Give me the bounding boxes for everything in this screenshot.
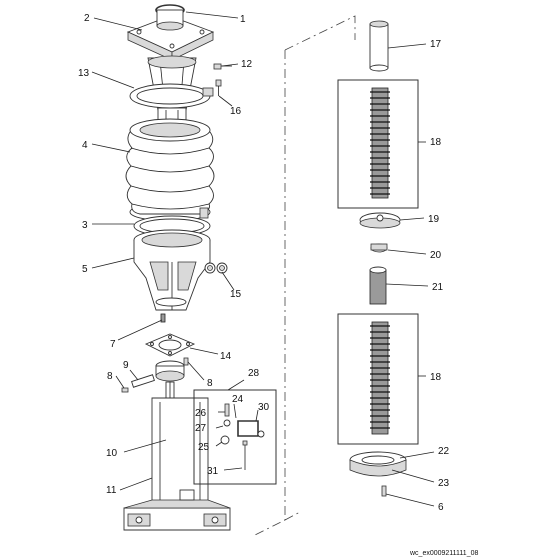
callout-2: 2 <box>84 13 90 24</box>
screw-8-right <box>183 357 189 366</box>
spring-box-lower <box>337 313 419 445</box>
callout-11: 11 <box>106 485 117 496</box>
callout-20: 20 <box>430 250 442 261</box>
callout-1: 1 <box>240 14 246 25</box>
callout-5: 5 <box>82 264 88 275</box>
sleeve-17 <box>369 20 389 72</box>
spring-box-upper <box>337 79 419 209</box>
screw-8-left <box>121 387 129 393</box>
plate-19 <box>359 212 401 229</box>
callout-labels: 1 2 13 12 16 4 3 5 15 7 14 9 8 8 28 24 2… <box>78 13 450 513</box>
callout-12: 12 <box>241 59 253 70</box>
callout-6: 6 <box>438 502 444 513</box>
callout-28: 28 <box>248 368 260 379</box>
callout-30: 30 <box>258 402 270 413</box>
foot-housing-11 <box>123 397 231 531</box>
cylinder-21 <box>369 266 387 305</box>
callout-18-upper: 18 <box>430 137 442 148</box>
callout-14: 14 <box>220 351 232 362</box>
callout-7: 7 <box>110 339 116 350</box>
callout-17: 17 <box>430 39 442 50</box>
callout-4: 4 <box>82 140 88 151</box>
base-ring-22 <box>349 451 407 477</box>
callout-15: 15 <box>230 289 242 300</box>
callout-21: 21 <box>432 282 444 293</box>
callout-8-left: 8 <box>107 371 113 382</box>
screw-16 <box>215 79 222 96</box>
plugs-15 <box>204 262 228 274</box>
callout-19: 19 <box>428 214 440 225</box>
nut-20 <box>370 243 388 253</box>
bolt-7 <box>160 313 166 323</box>
lower-housing-5 <box>133 229 211 311</box>
top-o-ring <box>155 4 185 31</box>
callout-22: 22 <box>438 446 450 457</box>
piston-head-9 <box>131 360 185 388</box>
callout-23: 23 <box>438 478 450 489</box>
callout-24: 24 <box>232 394 244 405</box>
callout-16: 16 <box>230 106 242 117</box>
spring-upper <box>370 87 390 199</box>
callout-9: 9 <box>123 360 129 371</box>
figure-code: wc_ex0009211111_08 <box>409 550 478 557</box>
callout-31: 31 <box>207 466 219 477</box>
callout-26: 26 <box>195 408 207 419</box>
clamp-ring-13 <box>129 83 214 109</box>
kit-parts <box>220 403 265 470</box>
spring-lower <box>370 321 390 435</box>
callout-8-right: 8 <box>207 378 213 389</box>
callout-27: 27 <box>195 423 207 434</box>
assembly-dash-lines <box>254 15 356 536</box>
screw-6 <box>381 485 387 497</box>
kit-box-28 <box>193 389 277 485</box>
leader-lines <box>91 11 435 507</box>
callout-10: 10 <box>106 448 118 459</box>
callout-18-lower: 18 <box>430 372 442 383</box>
gasket-14 <box>144 333 196 357</box>
callout-3: 3 <box>82 220 88 231</box>
bellows-4 <box>125 118 215 222</box>
callout-25: 25 <box>198 442 210 453</box>
callout-13: 13 <box>78 68 90 79</box>
